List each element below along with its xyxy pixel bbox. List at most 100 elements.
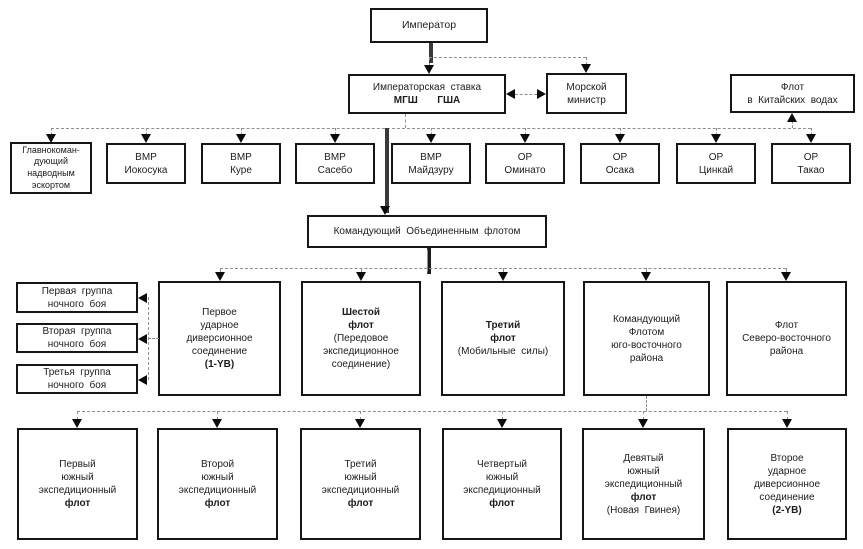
arrow-down-icon	[215, 272, 225, 281]
node-southeast-area-fleet: Командующий Флотом юго-восточного района	[583, 281, 710, 396]
node-label: Флот Северо-восточного района	[742, 320, 831, 357]
node-label: ВМР Майдзуру	[408, 151, 454, 176]
node-surface-escort: Главнокоман- дующий надводным эскортом	[10, 142, 92, 194]
arrow-down-icon	[782, 419, 792, 428]
connector	[427, 248, 431, 274]
arrow-down-icon	[72, 419, 82, 428]
connector	[643, 411, 644, 420]
arrow-down-icon	[638, 419, 648, 428]
node-exp-fleet-9: Девятый южный экспедиционный флот (Новая…	[582, 428, 705, 540]
connector	[431, 128, 432, 135]
arrow-down-icon	[356, 272, 366, 281]
node-label: флот	[489, 498, 515, 509]
node-label: (Новая Гвинея)	[606, 504, 681, 516]
node-label: Командующий Флотом юго-восточного района	[611, 313, 682, 364]
connector	[586, 57, 587, 65]
connector	[429, 57, 430, 66]
connector	[811, 128, 812, 135]
connector	[241, 128, 242, 135]
connector	[716, 128, 717, 135]
node-emperor: Император	[370, 8, 488, 43]
node-label: (2-YB)	[772, 504, 802, 516]
node-or-ominato: ОР Оминато	[485, 143, 565, 184]
node-exp-fleet-3: Третий южный экспедиционный флот	[300, 428, 421, 540]
arrow-down-icon	[141, 134, 151, 143]
arrow-down-icon	[615, 134, 625, 143]
node-label: Второе ударное диверсионное соединение	[753, 452, 821, 503]
arrow-down-icon	[212, 419, 222, 428]
node-combined-fleet: Командующий Объединенным флотом	[307, 215, 547, 248]
connector	[77, 411, 78, 420]
node-northeast-area-fleet: Флот Северо-восточного района	[726, 281, 847, 396]
arrow-left-icon	[506, 89, 515, 99]
node-vmr-yokosuka: ВМР Иокосука	[106, 143, 186, 184]
node-third-fleet: Третий флот (Мобильные силы)	[441, 281, 565, 396]
connector	[405, 114, 406, 128]
connector	[146, 128, 147, 135]
node-label: флот	[204, 498, 231, 509]
node-night-group-1: Первая группа ночного боя	[16, 282, 138, 313]
connector	[515, 94, 537, 95]
arrow-down-icon	[806, 134, 816, 143]
node-strike-force-2yb: Второе ударное диверсионное соединение (…	[727, 428, 847, 540]
arrow-down-icon	[641, 272, 651, 281]
connector	[503, 268, 504, 274]
node-label: Главнокоман- дующий надводным эскортом	[22, 144, 80, 190]
arrow-down-icon	[355, 419, 365, 428]
node-or-takao: ОР Такао	[771, 143, 851, 184]
node-label: ОР Осака	[605, 151, 635, 176]
connector	[786, 268, 787, 274]
node-sixth-fleet: Шестой флот (Передовое экспедиционное со…	[301, 281, 421, 396]
node-exp-fleet-1: Первый южный экспедиционный флот	[17, 428, 138, 540]
arrow-down-icon	[46, 134, 56, 143]
node-label: Шестой флот	[341, 307, 381, 331]
connector	[646, 268, 647, 274]
connector	[787, 411, 788, 420]
connector	[217, 411, 218, 420]
node-imperial-hq: Императорская ставка МГШ ГША	[348, 74, 506, 114]
node-label: Третий флот	[485, 320, 521, 344]
node-label: Морской министр	[566, 81, 607, 106]
node-label: Императорская ставка	[372, 82, 482, 93]
connector	[429, 43, 433, 63]
node-label: (1-YB)	[204, 359, 235, 370]
node-label: флот	[630, 491, 657, 503]
node-exp-fleet-2: Второй южный экспедиционный флот	[157, 428, 278, 540]
arrow-down-icon	[330, 134, 340, 143]
arrow-down-icon	[236, 134, 246, 143]
arrow-down-icon	[781, 272, 791, 281]
connector	[148, 338, 159, 339]
node-or-chinkai: ОР Цинкай	[676, 143, 756, 184]
node-label: ОР Цинкай	[698, 151, 734, 176]
node-navy-minister: Морской министр	[546, 73, 627, 114]
arrow-down-icon	[426, 134, 436, 143]
connector	[360, 411, 361, 420]
node-label: Первый южный экспедиционный	[38, 459, 117, 496]
connector	[77, 411, 787, 412]
connector	[385, 128, 389, 213]
node-label: ОР Такао	[797, 151, 825, 176]
node-label: Второй южный экспедиционный	[178, 459, 257, 496]
node-label: ВМР Куре	[230, 151, 252, 176]
connector	[335, 128, 336, 135]
node-night-group-2: Вторая группа ночного боя	[16, 323, 138, 353]
connector	[502, 411, 503, 420]
node-vmr-sasebo: ВМР Сасебо	[295, 143, 375, 184]
arrow-down-icon	[424, 65, 434, 74]
node-label: ВМР Иокосука	[124, 151, 168, 176]
node-label: Четвертый южный экспедиционный	[463, 459, 541, 496]
arrow-left-icon	[138, 375, 147, 385]
node-label: Командующий Объединенным флотом	[333, 226, 521, 237]
connector	[646, 396, 647, 411]
node-exp-fleet-4: Четвертый южный экспедиционный флот	[442, 428, 562, 540]
node-label: ОР Оминато	[504, 151, 546, 176]
arrow-right-icon	[537, 89, 546, 99]
connector	[220, 268, 221, 274]
node-label: (Мобильные силы)	[457, 346, 549, 357]
connector	[361, 268, 362, 274]
node-label: флот	[347, 498, 374, 509]
arrow-down-icon	[711, 134, 721, 143]
node-label: флот	[64, 498, 91, 509]
connector	[525, 128, 526, 135]
node-strike-force-1yb: Первое ударное диверсионное соединение (…	[158, 281, 281, 396]
